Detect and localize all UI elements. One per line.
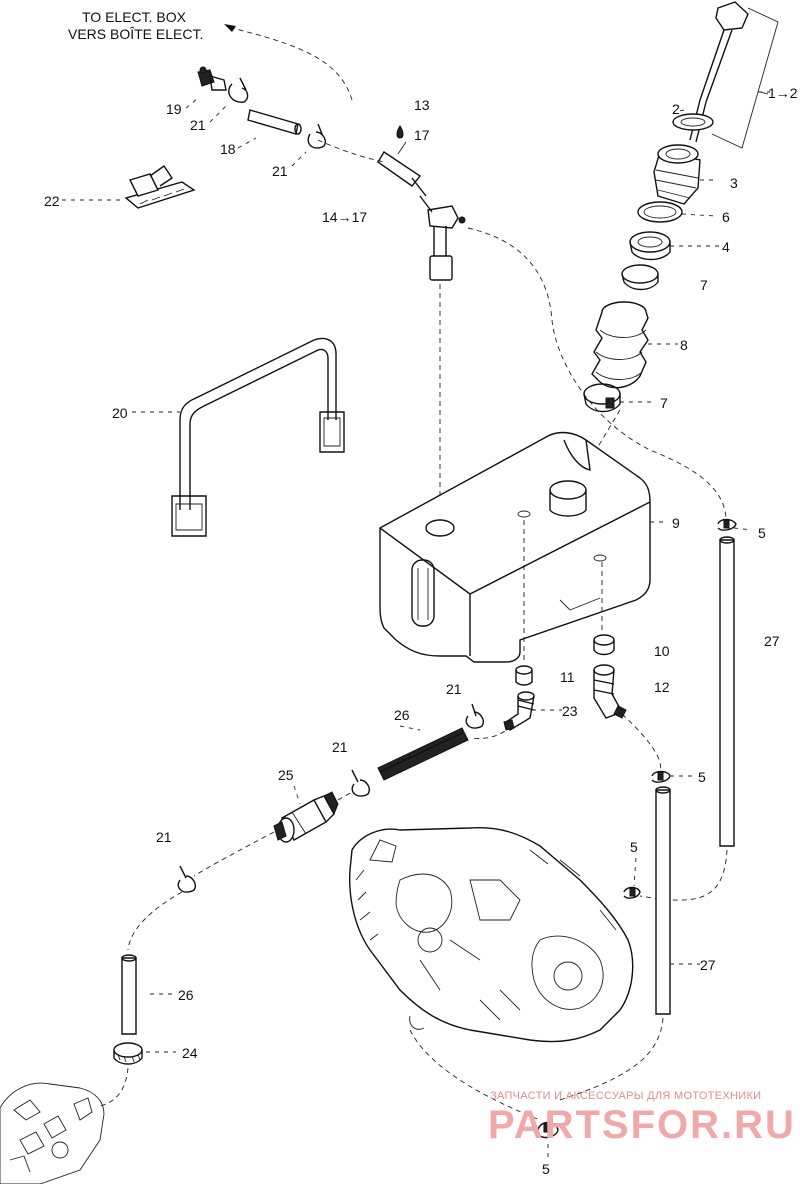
clamp-top — [621, 264, 659, 291]
clamp-5-mid — [651, 770, 671, 783]
leader-5-engine — [633, 857, 637, 887]
elect-box-arrow-icon — [224, 24, 236, 32]
watermark-brand: PARTSFOR.RU — [488, 1103, 796, 1147]
hose-26-bottom — [121, 954, 137, 1035]
header-line-1: TO ELECT. BOX — [82, 9, 187, 25]
filler-bellow-hose — [591, 301, 649, 389]
label-part-17: 17 — [414, 127, 430, 143]
label-part-19: 19 — [166, 101, 182, 117]
label-part-12: 12 — [654, 679, 670, 695]
label-part-24: 24 — [182, 1045, 198, 1061]
header-line-2: VERS BOÎTE ELECT. — [68, 26, 203, 42]
clamp-24 — [113, 1042, 143, 1065]
label-part-27-right: 27 — [764, 633, 780, 649]
dipstick-assembly — [672, 1, 749, 143]
leader-25 — [293, 785, 301, 805]
label-part-5-engine: 5 — [630, 839, 638, 855]
hose-27-right — [719, 536, 735, 847]
hose27-engine-path — [559, 1017, 664, 1101]
nut — [629, 231, 671, 261]
engine-return-path — [409, 1029, 541, 1121]
clamp-21d — [351, 769, 370, 797]
clamp-5-bottom — [537, 1121, 559, 1139]
hose-path-12 — [621, 713, 662, 773]
label-part-21b: 21 — [272, 163, 288, 179]
hose-26-top — [377, 727, 469, 781]
grommet-11 — [515, 665, 533, 686]
sealant-drop-icon — [396, 125, 404, 139]
hose-27-engine — [655, 786, 671, 1015]
bracket-1to2 — [711, 7, 779, 149]
label-part-26-top: 26 — [394, 707, 410, 723]
leader-18 — [237, 137, 257, 149]
engine-crankcase — [348, 826, 634, 1043]
label-part-27-engine: 27 — [700, 957, 716, 973]
label-part-5-tank: 5 — [758, 525, 766, 541]
clamp-21a — [228, 77, 249, 103]
leader-21a — [209, 103, 229, 123]
label-part-5-mid: 5 — [698, 769, 706, 785]
clamp-5-engine — [623, 886, 641, 899]
breather-line — [467, 227, 727, 519]
oil-tank — [379, 431, 651, 663]
label-part-3: 3 — [730, 175, 738, 191]
label-part-4: 4 — [722, 239, 730, 255]
leader-2 — [673, 109, 685, 113]
label-part-26-bottom: 26 — [178, 987, 194, 1003]
oil-level-sensor — [377, 151, 466, 281]
label-part-14to17: 14→17 — [322, 209, 367, 225]
sensor-wire-path — [317, 139, 387, 163]
label-part-11: 11 — [560, 669, 575, 685]
connector-19 — [197, 66, 227, 91]
leader-19 — [185, 97, 199, 109]
label-part-21e: 21 — [156, 829, 172, 845]
label-part-6: 6 — [722, 209, 730, 225]
clamp-5-tank — [717, 518, 737, 531]
label-part-1to2: 1→2 — [768, 85, 798, 101]
oil-filter-25 — [273, 791, 339, 843]
tank-strap — [171, 337, 345, 537]
elect-box-wire-path — [231, 27, 353, 101]
label-part-20: 20 — [112, 405, 128, 421]
label-part-25: 25 — [278, 767, 294, 783]
label-part-13: 13 — [414, 97, 430, 113]
clamp-21e — [177, 865, 196, 893]
grommet-10 — [593, 634, 615, 656]
label-part-7-top: 7 — [700, 277, 708, 293]
elbow-fitting-23 — [503, 691, 535, 731]
label-part-23: 23 — [562, 703, 578, 719]
label-part-2: 2 — [672, 101, 680, 117]
leader-6 — [681, 213, 717, 217]
label-part-9: 9 — [672, 515, 680, 531]
filler-neck — [653, 144, 701, 205]
clamp-21c — [465, 703, 484, 729]
label-part-21a: 21 — [190, 117, 206, 133]
label-part-5-bottom: 5 — [542, 1161, 550, 1177]
filter-path — [193, 791, 353, 877]
hose-path-23 — [469, 725, 513, 739]
o-ring — [637, 201, 683, 223]
retainer-clip-22 — [124, 165, 196, 209]
leader-26-top — [399, 725, 421, 731]
tube-18 — [247, 109, 302, 135]
hose-to-engine-path — [99, 1067, 129, 1107]
leader-21b — [291, 151, 307, 167]
leader-5-tank — [733, 527, 753, 531]
filter-to-hose-path — [127, 891, 183, 951]
elbow-fitting-12 — [593, 664, 627, 719]
label-part-8: 8 — [680, 337, 688, 353]
label-part-10: 10 — [654, 643, 670, 659]
watermark-tagline: ЗАПЧАСТИ И АКСЕССУАРЫ ДЛЯ МОТОТЕХНИКИ — [490, 1090, 761, 1102]
label-part-18: 18 — [220, 141, 236, 157]
engine-partial-bottom-left — [0, 1082, 105, 1184]
clamp-21b — [307, 123, 326, 149]
hose27-path — [639, 849, 728, 901]
label-part-22: 22 — [44, 193, 60, 209]
label-part-21d: 21 — [332, 739, 348, 755]
label-part-21c: 21 — [446, 681, 462, 697]
label-part-7-low: 7 — [660, 395, 668, 411]
